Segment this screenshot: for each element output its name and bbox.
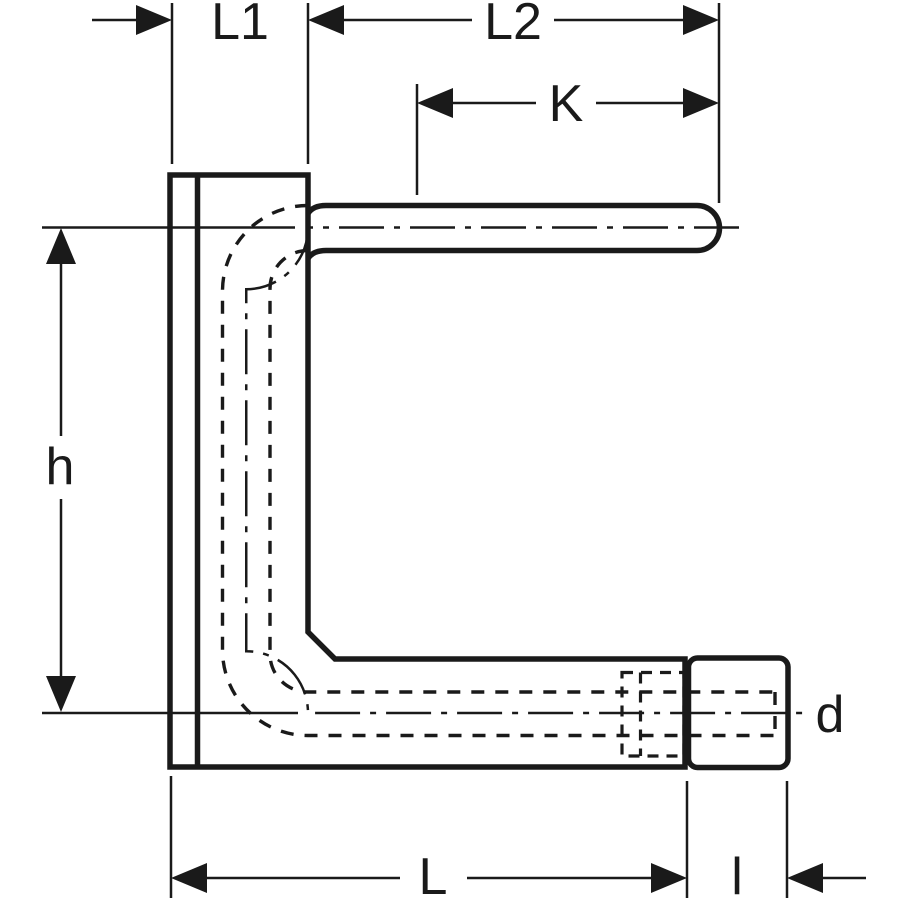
arrowhead-k-right xyxy=(683,88,719,118)
arrowhead-l2-left xyxy=(308,5,344,35)
dimension-k: K xyxy=(417,75,719,133)
arrowhead-l-big-left xyxy=(171,863,207,893)
dimension-l-small: l xyxy=(731,848,866,900)
housing-outline xyxy=(167,172,688,770)
dimension-l-big: L xyxy=(171,848,687,900)
dim-label-l1: L1 xyxy=(211,0,269,51)
hidden-pipe-inner-wall xyxy=(268,248,775,694)
arrowhead-l-big-right xyxy=(651,863,687,893)
reference-lines xyxy=(42,226,298,715)
dim-label-l2: L2 xyxy=(484,0,542,51)
pipe-centerline xyxy=(245,226,812,715)
dimension-l2: L2 xyxy=(308,0,719,51)
dim-label-d: d xyxy=(816,686,845,744)
arrowhead-k-left xyxy=(417,88,453,118)
arrowhead-l-small-right xyxy=(787,863,823,893)
dim-label-h: h xyxy=(46,438,75,496)
arrowhead-l2-right xyxy=(683,5,719,35)
dimension-l1: L1 xyxy=(92,0,269,51)
arrowhead-h-top xyxy=(46,228,76,264)
dim-label-l-small: l xyxy=(731,848,743,900)
dimension-d: d xyxy=(816,686,845,744)
arrowhead-h-bottom xyxy=(46,676,76,712)
dimension-h: h xyxy=(46,228,76,712)
top-pipe-outline xyxy=(305,202,723,261)
part-body xyxy=(167,172,791,771)
extension-lines xyxy=(169,3,789,898)
arrowhead-l1-left xyxy=(136,5,172,35)
dim-label-k: K xyxy=(549,75,584,133)
dim-label-l-big: L xyxy=(419,848,448,900)
